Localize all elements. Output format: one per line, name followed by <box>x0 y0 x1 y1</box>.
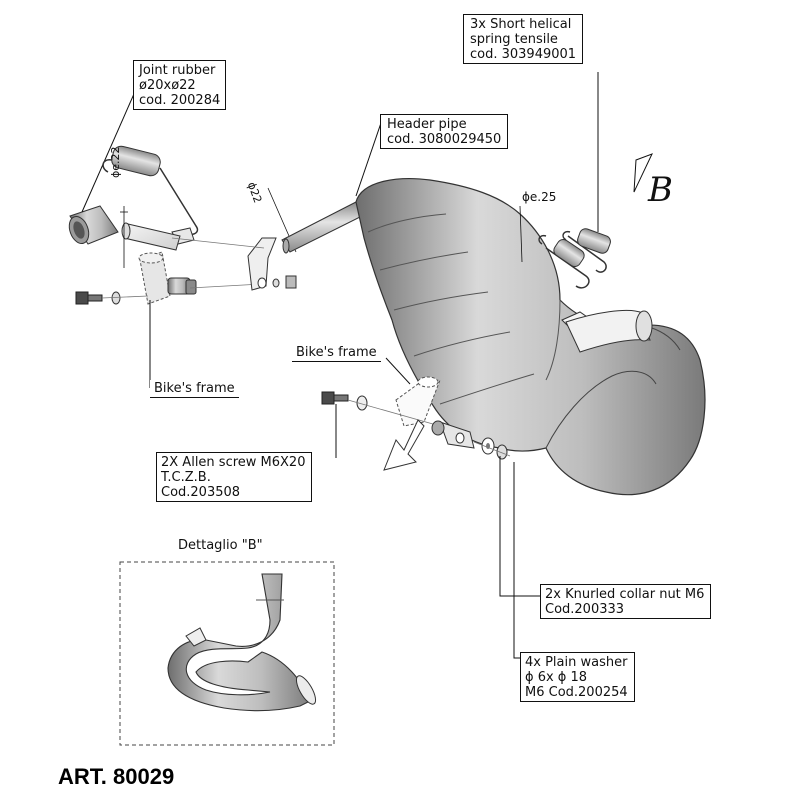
knurled-nut-label: 2x Knurled collar nut M6 Cod.200333 <box>540 584 712 619</box>
right-springs <box>538 228 611 289</box>
knurled-nut-line2: Cod.200333 <box>545 602 625 617</box>
allen-screw-line1: 2X Allen screw M6X20 <box>161 455 306 470</box>
joint-rubber-line3: cod. 200284 <box>139 93 221 108</box>
bikes-frame-left-label: Bike's frame <box>150 380 239 398</box>
connector-tube <box>123 223 181 251</box>
plain-washer-label: 4x Plain washer ϕ 6x ϕ 18 M6 Cod.200254 <box>520 652 635 702</box>
joint-rubber-line2: ø20xø22 <box>139 78 196 93</box>
spring-line1: 3x Short helical <box>470 17 572 32</box>
allen-screw-line3: Cod.203508 <box>161 485 241 500</box>
dimension-e25 <box>519 205 523 263</box>
allen-screw-left <box>75 291 121 305</box>
bikes-frame-left-text: Bike's frame <box>154 381 235 396</box>
allen-screw-mid <box>321 391 368 411</box>
dimension-e22 <box>120 206 128 268</box>
header-pipe-line2: cod. 3080029450 <box>387 132 502 147</box>
allen-screw-line2: T.C.Z.B. <box>161 470 211 485</box>
spring-label: 3x Short helical spring tensile cod. 303… <box>463 14 584 64</box>
mount-tab <box>431 420 475 449</box>
detail-b-drawing <box>167 573 317 712</box>
direction-arrow <box>383 419 425 471</box>
bikes-frame-mid-label: Bike's frame <box>292 344 381 362</box>
frame-bracket-left <box>138 251 197 305</box>
leader-joint-rubber <box>81 77 142 213</box>
joint-rubber-part <box>68 205 119 245</box>
plain-washer-line2: ϕ 6x ϕ 18 <box>525 670 588 685</box>
header-pipe-part <box>281 201 363 254</box>
detail-b-title: Dettaglio "B" <box>178 538 263 553</box>
leader-bikes-frame-mid <box>385 357 411 385</box>
spring-line3: cod. 303949001 <box>470 47 577 62</box>
leader-washer <box>513 462 520 659</box>
article-number: ART. 80029 <box>58 764 175 789</box>
plain-washer-line3: M6 Cod.200254 <box>525 685 628 700</box>
dim-e22-text: ϕe.22 <box>109 146 122 178</box>
frame-bracket-mid <box>395 376 441 427</box>
allen-screw-label: 2X Allen screw M6X20 T.C.Z.B. Cod.203508 <box>156 452 313 502</box>
washers-nuts <box>481 437 508 460</box>
spring-line2: spring tensile <box>470 32 558 47</box>
joint-rubber-line1: Joint rubber <box>139 63 216 78</box>
header-pipe-label: Header pipe cod. 3080029450 <box>380 114 509 149</box>
joint-rubber-label: Joint rubber ø20xø22 cod. 200284 <box>133 60 227 110</box>
dim-e25-text: ϕe.25 <box>522 190 557 204</box>
header-pipe-line1: Header pipe <box>387 117 467 132</box>
bikes-frame-mid-text: Bike's frame <box>296 345 377 360</box>
view-b-arrow <box>633 153 653 193</box>
plain-washer-line1: 4x Plain washer <box>525 655 628 670</box>
leader-knurled-nut <box>499 456 540 597</box>
leader-header-pipe <box>355 119 383 197</box>
header-bracket <box>247 237 297 291</box>
tail-pipe <box>565 309 653 353</box>
detail-b-frame <box>119 561 335 746</box>
view-b-letter: B <box>648 170 673 210</box>
knurled-nut-line1: 2x Knurled collar nut M6 <box>545 587 705 602</box>
